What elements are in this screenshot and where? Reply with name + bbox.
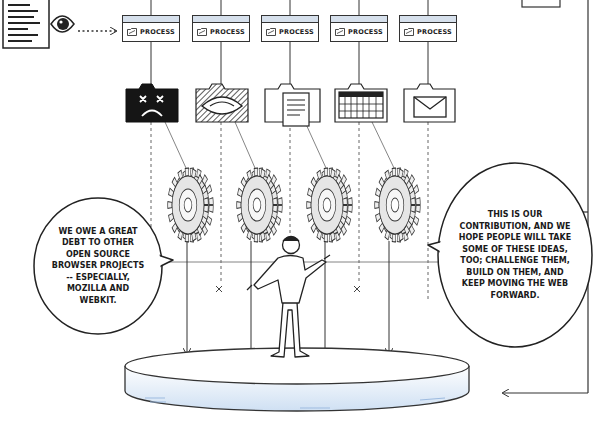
eye-icon	[51, 16, 74, 32]
process-label: PROCESS	[279, 28, 314, 36]
process-box: PROCESS	[399, 15, 457, 42]
process-label: PROCESS	[210, 28, 245, 36]
gear	[239, 172, 280, 238]
process-label-row: PROCESS	[331, 23, 387, 41]
document-folder-icon	[265, 84, 320, 126]
speech-bubble: THIS IS OUR CONTRIBUTION, AND WE HOPE PE…	[437, 162, 593, 348]
folder-strip	[123, 16, 179, 23]
calendar-icon	[335, 84, 387, 122]
bubble-text-area: THIS IS OUR CONTRIBUTION, AND WE HOPE PE…	[437, 162, 593, 348]
folder-glyph	[197, 28, 207, 36]
folder-strip	[400, 16, 456, 23]
process-label-row: PROCESS	[262, 23, 318, 41]
bubble-outline	[437, 162, 593, 348]
wires	[151, 0, 428, 84]
process-label: PROCESS	[140, 28, 175, 36]
down-arrows	[187, 241, 389, 356]
folder-strip	[262, 16, 318, 23]
folder-glyph	[127, 28, 137, 36]
gear	[170, 172, 211, 238]
folder-glyph	[404, 28, 414, 36]
leader-lines	[160, 122, 440, 262]
speech-text: THIS IS OUR CONTRIBUTION, AND WE HOPE PE…	[454, 209, 576, 301]
mail-icon	[404, 84, 455, 122]
folder-strip	[193, 16, 249, 23]
process-label: PROCESS	[348, 28, 383, 36]
gear	[377, 172, 418, 238]
process-box: PROCESS	[122, 15, 180, 42]
folder-glyph	[266, 28, 276, 36]
document-icon	[3, 0, 49, 48]
dotted-arrow	[78, 30, 116, 32]
eye-folder-icon	[196, 84, 248, 122]
sad-tab-icon	[126, 84, 178, 122]
bubble-text-area: WE OWE A GREAT DEBT TO OTHER OPEN SOURCE…	[33, 197, 163, 335]
process-box: PROCESS	[192, 15, 250, 42]
folder-glyph	[335, 28, 345, 36]
person	[247, 237, 330, 358]
process-label-row: PROCESS	[123, 23, 179, 41]
speech-bubble: WE OWE A GREAT DEBT TO OTHER OPEN SOURCE…	[33, 197, 163, 335]
process-label-row: PROCESS	[193, 23, 249, 41]
process-box: PROCESS	[330, 15, 388, 42]
gear	[309, 172, 350, 238]
process-label: PROCESS	[417, 28, 452, 36]
folder-strip	[331, 16, 387, 23]
x-marks	[146, 286, 360, 292]
speech-text: WE OWE A GREAT DEBT TO OTHER OPEN SOURCE…	[50, 226, 146, 307]
process-box: PROCESS	[261, 15, 319, 42]
process-label-row: PROCESS	[400, 23, 456, 41]
